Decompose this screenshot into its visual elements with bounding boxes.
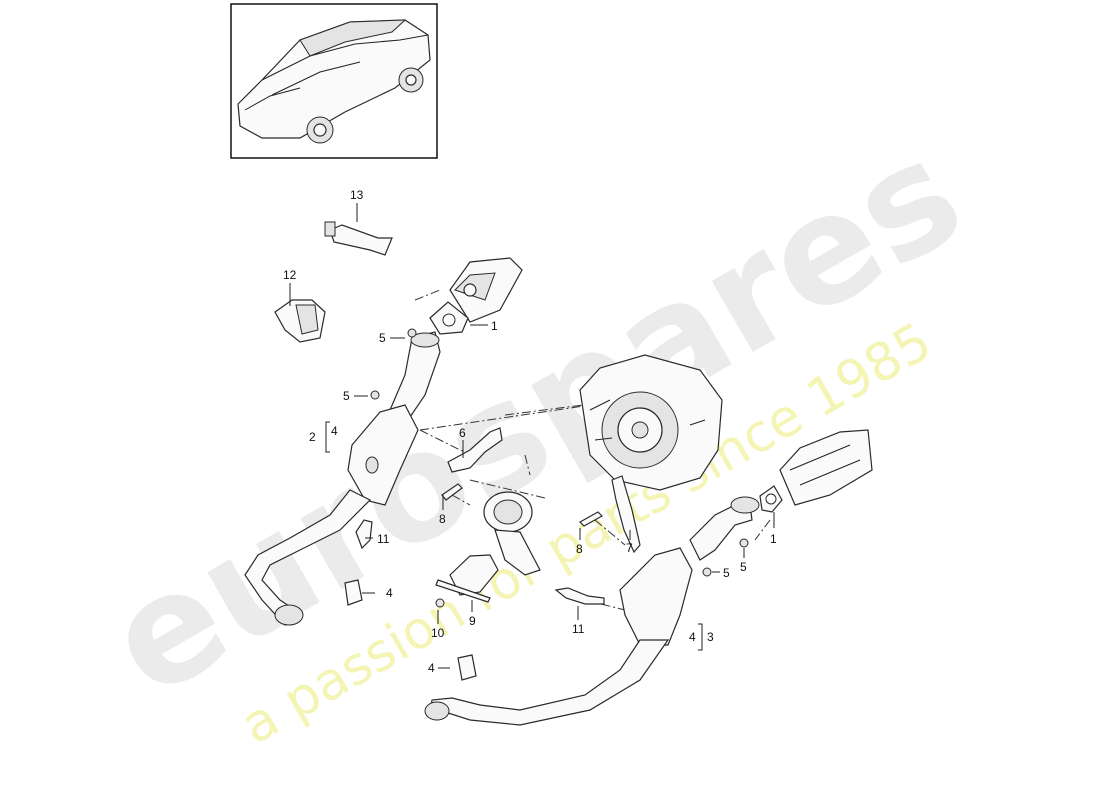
callout-3: 3 — [707, 630, 714, 644]
oxygen-sensor-left-part — [355, 519, 373, 550]
callout-1-right: 1 — [770, 532, 777, 546]
bolt-long-part — [435, 579, 491, 603]
callout-5-right-upper: 5 — [740, 560, 747, 574]
callouts: 13 12 1 5 5 2 4 6 8 11 4 8 7 1 5 5 9 10 … — [283, 188, 777, 675]
right-flange-gasket-part — [759, 485, 783, 513]
callout-5-right-lower: 5 — [723, 566, 730, 580]
callout-8-left: 8 — [439, 512, 446, 526]
rubber-mount-right-part — [457, 654, 477, 681]
callout-7: 7 — [626, 541, 633, 555]
right-catalytic-converter-part — [619, 547, 693, 646]
callout-12: 12 — [283, 268, 297, 282]
callout-8-right: 8 — [576, 542, 583, 556]
gearbox-part — [579, 354, 723, 491]
callout-4-right-mount: 4 — [428, 661, 435, 675]
callout-9: 9 — [469, 614, 476, 628]
right-downpipe-part — [689, 496, 760, 561]
callout-11-right: 11 — [572, 622, 585, 636]
right-exhaust-system — [424, 475, 783, 726]
oxygen-sensor-right-part — [554, 587, 605, 605]
right-exhaust-manifold-part — [779, 429, 873, 506]
left-exhaust-pipe-part — [244, 489, 372, 626]
callout-13: 13 — [350, 188, 364, 202]
callout-5-left-upper: 5 — [379, 331, 386, 345]
callout-4-left-mount: 4 — [386, 586, 393, 600]
callout-11-left: 11 — [377, 532, 390, 546]
left-bracket-part — [447, 427, 503, 473]
leader-lines — [289, 203, 775, 669]
left-exhaust-system — [244, 301, 503, 626]
sealant-tube-part — [324, 221, 393, 256]
bolt-right-part — [579, 511, 603, 527]
car-icon — [237, 19, 431, 144]
engine-block-part — [449, 257, 523, 323]
left-catalytic-converter-part — [347, 404, 419, 506]
left-flange-gasket-part — [429, 301, 469, 335]
heat-shield-plate-part — [449, 554, 499, 596]
transmission-mount-part — [483, 491, 541, 576]
callout-4-right-bracket: 4 — [689, 630, 696, 644]
right-exhaust-pipe-part — [424, 639, 670, 726]
vehicle-thumbnail — [230, 3, 438, 159]
callout-10: 10 — [431, 626, 445, 640]
callout-5-left-lower: 5 — [343, 389, 350, 403]
callout-4-left-bracket: 4 — [331, 424, 338, 438]
left-downpipe-part — [389, 331, 441, 421]
clip-bracket-part — [274, 299, 326, 343]
callout-1-left: 1 — [491, 319, 498, 333]
rubber-mount-left-part — [344, 579, 363, 606]
nut-parts — [370, 328, 749, 608]
callout-2: 2 — [309, 430, 316, 444]
bolt-left-part — [441, 483, 463, 501]
callout-6: 6 — [459, 426, 466, 440]
right-bracket-part — [611, 475, 641, 554]
watermark-brand: eurospares — [81, 106, 989, 731]
